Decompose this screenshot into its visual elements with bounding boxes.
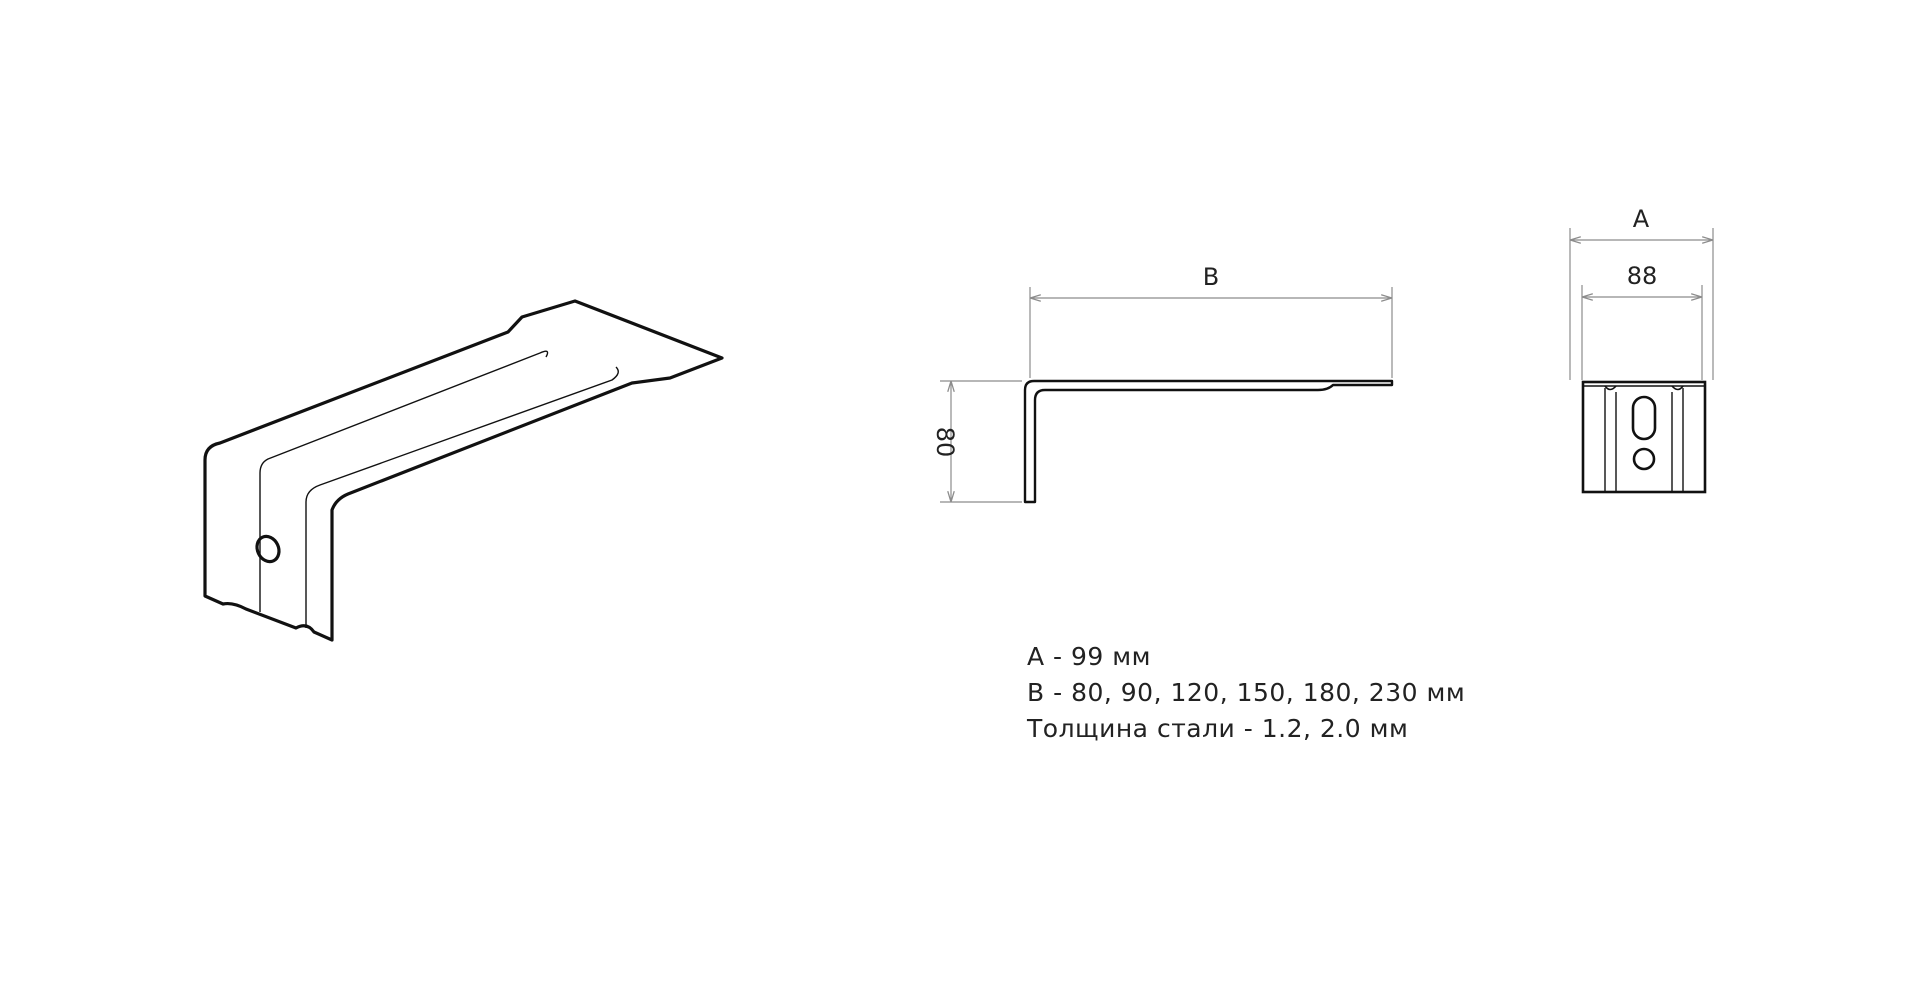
- iso-mounting-hole: [255, 534, 281, 564]
- dim-88-label: 88: [1627, 262, 1658, 290]
- front-slot: [1631, 395, 1657, 441]
- spec-a: A - 99 мм: [1027, 642, 1151, 671]
- side-view: B 80: [931, 263, 1394, 504]
- side-profile: [1023, 379, 1394, 504]
- dim-b-label: B: [1203, 263, 1219, 291]
- isometric-view: [203, 299, 724, 642]
- front-view: A 88: [1569, 205, 1714, 494]
- front-profile: [1581, 380, 1707, 494]
- iso-inner-bend-1: [259, 350, 549, 612]
- front-right-rib-top: [1671, 385, 1684, 391]
- dim-a-label: A: [1633, 205, 1650, 233]
- front-hole: [1632, 447, 1656, 471]
- dim-80-label: 80: [931, 427, 959, 458]
- iso-outline: [203, 299, 724, 642]
- front-left-rib-top: [1604, 385, 1617, 391]
- spec-thickness: Толщина стали - 1.2, 2.0 мм: [1027, 714, 1409, 743]
- spec-b: B - 80, 90, 120, 150, 180, 230 мм: [1027, 678, 1466, 707]
- iso-inner-bend-2: [305, 366, 619, 628]
